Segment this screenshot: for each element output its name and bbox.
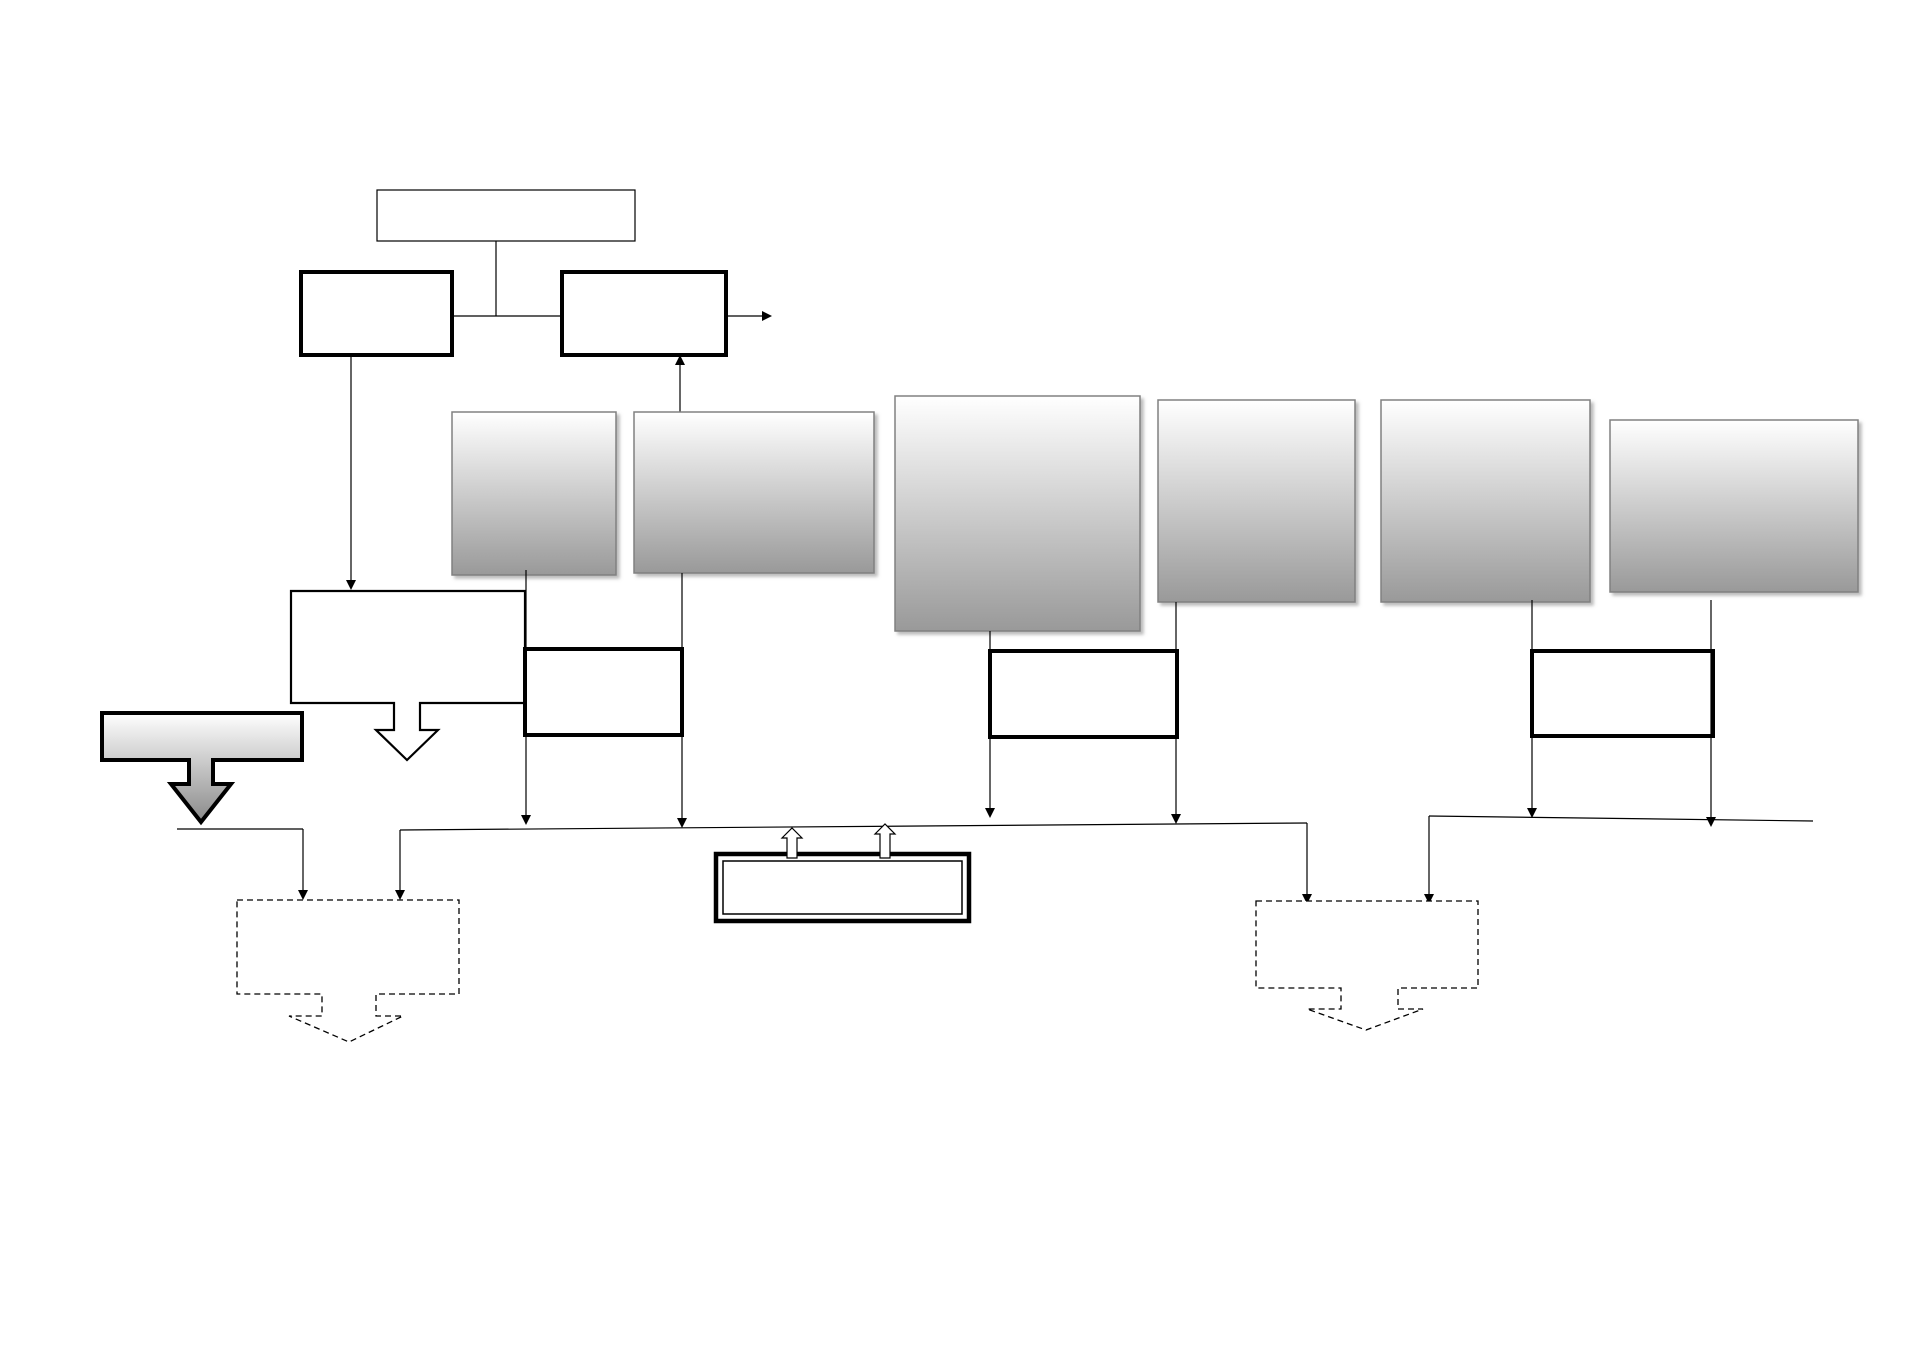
gradient-panel-5 (1380, 399, 1591, 603)
gradient-panel-4 (1157, 399, 1356, 603)
right-process-box (560, 270, 728, 357)
dashed-callout-left (236, 899, 460, 1043)
gradient-panel-3 (894, 395, 1141, 632)
gradient-panel-1 (451, 411, 617, 576)
gradient-panel-2 (633, 411, 875, 574)
double-border-box-inner (722, 860, 963, 915)
mid-process-box-1 (523, 647, 684, 737)
dashed-callout-right (1255, 900, 1479, 1031)
gradient-panel-6 (1609, 419, 1859, 593)
top-header-box (376, 189, 636, 242)
bus-line-main (399, 822, 1308, 831)
gradient-down-arrow (100, 711, 304, 826)
mid-process-box-3 (1530, 649, 1715, 738)
mid-process-box-2 (988, 649, 1179, 739)
small-up-arrow-2 (873, 823, 897, 859)
small-up-arrow-1 (780, 827, 804, 859)
left-process-box (299, 270, 454, 357)
bus-line-right (1428, 815, 1814, 822)
callout-box-with-arrow (289, 589, 527, 762)
double-border-box-outer (713, 851, 972, 924)
